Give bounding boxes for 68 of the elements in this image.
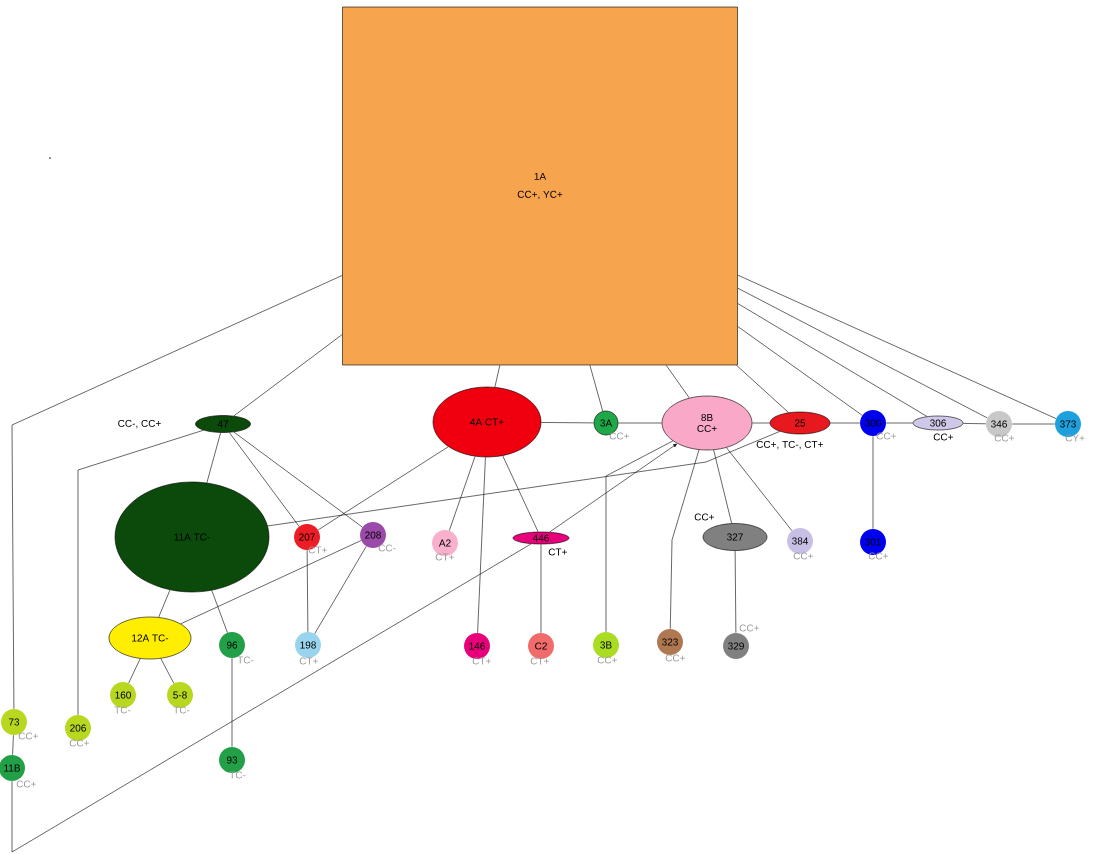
annotation-label: CC+ xyxy=(694,513,714,521)
connector-line xyxy=(734,550,737,634)
connector-line xyxy=(11,543,532,853)
connector-line xyxy=(752,422,770,424)
annotation-label: CT+ xyxy=(472,657,491,665)
connector-line xyxy=(540,544,542,634)
annotation-label: CC+ xyxy=(16,780,36,788)
annotation-label: TC- xyxy=(229,771,246,779)
connector-line xyxy=(229,432,300,527)
connector-line xyxy=(737,303,928,417)
annotation-label: TC- xyxy=(237,656,254,664)
connector-line xyxy=(713,449,732,524)
connector-line xyxy=(477,457,486,634)
annotation-label: TC- xyxy=(114,706,131,714)
annotation-label: CC+ xyxy=(597,656,617,664)
process-box: 1A CC+, YC+ xyxy=(342,6,738,366)
connector-line xyxy=(306,549,309,633)
connector-line xyxy=(317,446,449,531)
connector-line xyxy=(206,432,221,484)
annotation-label: CC+ xyxy=(793,552,813,560)
annotation-label: CC+ xyxy=(994,434,1014,442)
connector-line xyxy=(77,429,204,716)
annotation-label: CC+ xyxy=(69,739,89,747)
connector-line xyxy=(211,590,228,633)
annotation-label: CT+ xyxy=(548,548,567,556)
connector-line xyxy=(830,422,861,424)
connector-line xyxy=(872,435,874,530)
connector-line xyxy=(737,287,988,419)
connector-line xyxy=(314,546,367,634)
annotation-label: CC+ xyxy=(868,552,888,560)
connector-line xyxy=(665,365,690,399)
connector-line xyxy=(541,422,594,424)
connector-line xyxy=(12,734,14,756)
connector-line xyxy=(669,449,700,630)
connector-line xyxy=(736,365,789,413)
connector-line xyxy=(1011,423,1056,425)
annotation-label: CY+ xyxy=(1065,434,1085,442)
connector-line xyxy=(158,589,171,618)
annotation-label: TC- xyxy=(173,706,190,714)
connector-line xyxy=(737,274,1057,419)
connector-line xyxy=(589,365,603,412)
connector-line xyxy=(494,365,501,388)
connector-line xyxy=(962,423,987,425)
connector-line xyxy=(267,431,781,527)
annotation-label: CC+, TC-, CT+ xyxy=(756,440,823,450)
connector-line xyxy=(726,447,793,531)
annotation-label: CC+ xyxy=(18,732,38,740)
connector-line xyxy=(885,422,913,424)
connector-line xyxy=(449,456,476,531)
connector-line xyxy=(618,422,662,424)
annotation-label: CT+ xyxy=(299,657,318,665)
annotation-label: CT+ xyxy=(435,553,454,561)
connector-line xyxy=(233,431,363,528)
connector-line xyxy=(737,326,863,416)
annotation-label: CC+ xyxy=(739,624,759,632)
annotation-label: CC+ xyxy=(933,433,953,441)
connector-line xyxy=(549,443,677,533)
connector-line xyxy=(231,657,233,748)
annotation-label: CC-, CC+ xyxy=(118,419,161,429)
connector-line xyxy=(180,540,362,625)
connector-line xyxy=(502,455,539,533)
connector-line xyxy=(160,658,175,684)
connector-line xyxy=(233,334,343,417)
annotation-label: CT+ xyxy=(530,657,549,665)
connector-line xyxy=(605,440,674,633)
connector-line xyxy=(11,275,343,710)
annotation-label: CC+ xyxy=(665,654,685,662)
connector-line xyxy=(128,658,141,684)
